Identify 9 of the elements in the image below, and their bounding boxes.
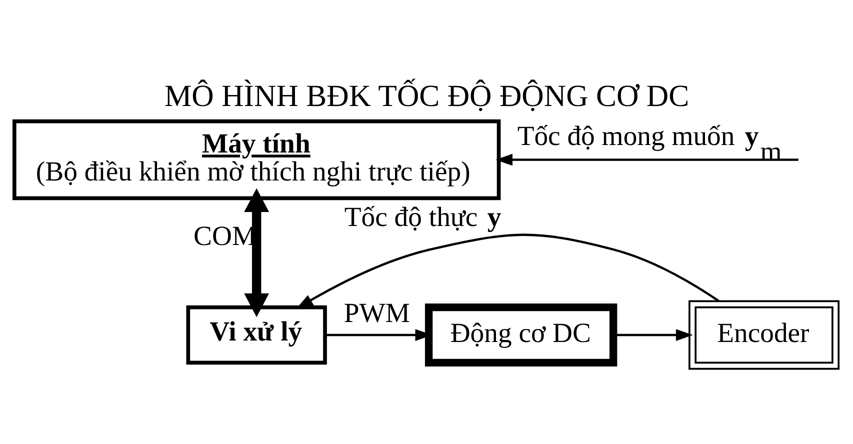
node-box: Động cơ DC: [424, 304, 618, 367]
diagram-title: MÔ HÌNH BĐK TỐC ĐỘ ĐỘNG CƠ DC: [164, 78, 690, 113]
node-box: Vi xử lý: [186, 305, 327, 365]
edge-label: PWM: [344, 296, 410, 328]
node-box: Encoder: [688, 300, 840, 370]
arrow: [244, 188, 270, 318]
arrow: [496, 154, 798, 166]
edge-label: Tốc độ thực y: [344, 200, 502, 232]
node-box: Máy tính (Bộ điều khiển mờ thích nghi trực tiếp): [12, 119, 501, 200]
